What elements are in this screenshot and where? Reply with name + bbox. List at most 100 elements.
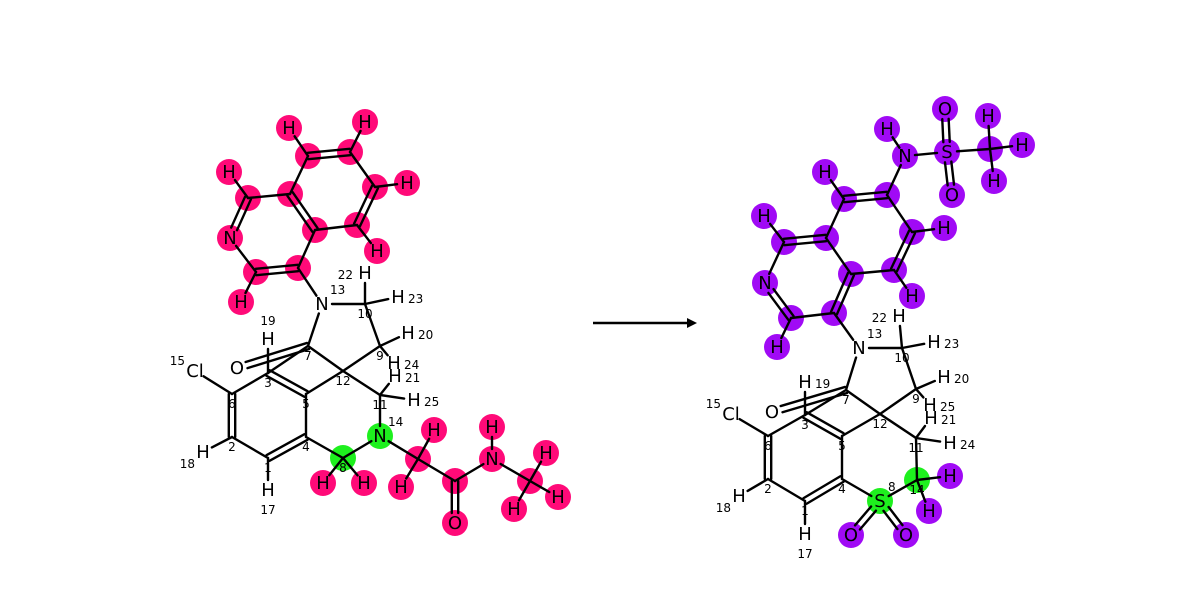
reactant-atom-bh3-label: H <box>282 118 296 139</box>
product-atom-a5-number: 5 <box>838 439 846 453</box>
product-atom-a2-number: 2 <box>764 482 772 496</box>
product-bond-a12-a5 <box>840 412 882 438</box>
product-highlight-a8 <box>867 488 893 514</box>
reactant-atom-h21-number: 21 <box>405 371 420 385</box>
product-atom-h20-label: H <box>937 367 951 388</box>
product-atom-sso2-label: O <box>945 185 959 206</box>
reactant-atom-h23-label: H <box>391 287 405 308</box>
reactant-bond-a8-h8b <box>341 456 359 477</box>
reactant-highlight-sh5 <box>545 484 571 510</box>
reactant-atom-h21-label: H <box>388 366 402 387</box>
reactant-bond-s2-s3 <box>453 462 485 483</box>
reactant-bond-b3-b4 <box>229 195 253 232</box>
reactant-atom-bh5-label: H <box>400 173 414 194</box>
reactant-highlight-so <box>442 510 468 536</box>
reactant-atom-s3-label: N <box>485 449 498 470</box>
product-highlight-rh1 <box>764 334 790 360</box>
product-atom-rh1-label: H <box>770 337 784 358</box>
product-bond-r8-r9 <box>885 193 914 234</box>
product-atom-a12-number: 12 <box>872 417 887 431</box>
reactant-bond-s2-so <box>450 479 460 515</box>
reactant-atom-bh6-label: H <box>370 241 384 262</box>
reactant-bond-s4-sh4 <box>528 460 543 483</box>
product-bond-a12-a11 <box>878 412 918 440</box>
reactant-bond-b2-bh1 <box>244 270 258 295</box>
product-bond-r5-r7 <box>824 197 846 240</box>
product-atom-h23-number: 23 <box>944 337 959 351</box>
reactant-bond-b5-b6 <box>286 190 319 234</box>
product-highlight-ph14b <box>916 498 942 524</box>
product-bond-a10-a9 <box>900 346 918 391</box>
reactant-atom-h22-label: H <box>358 263 372 284</box>
reactant-atom-cl-label: Cl <box>186 361 204 382</box>
product-bond-r9-r10 <box>889 229 917 273</box>
product-bond-r10-r6 <box>849 268 896 276</box>
product-atom-a3-number: 3 <box>801 418 809 432</box>
product-bond-a2-a6 <box>763 434 773 481</box>
reactant-atom-a3-number: 3 <box>264 376 272 390</box>
product-bond-a9-h20 <box>914 379 937 391</box>
product-atom-pso1-label: O <box>844 525 858 546</box>
product-atom-a14-number: 14 <box>909 483 924 497</box>
product-bond-a11-h24 <box>914 436 942 443</box>
reactant-highlight-bh1 <box>228 289 254 315</box>
product-bond-r5-r6 <box>824 236 853 276</box>
product-atom-h22-label: H <box>892 306 906 327</box>
product-bond-a14-ph14b <box>915 478 927 503</box>
product-highlight-pso1 <box>838 522 864 548</box>
reactant-atom-a7-number: 7 <box>304 349 312 363</box>
product-atom-a13-label: N <box>852 338 865 359</box>
product-atom-a11-number: 11 <box>908 441 923 455</box>
product-highlight-ss <box>934 139 960 165</box>
reactant-bond-b7-b8 <box>306 147 352 161</box>
product-highlight-pso2 <box>893 522 919 548</box>
reactant-atom-h19-label: H <box>261 329 275 350</box>
product-bond-ss-sso2 <box>943 160 956 187</box>
product-atom-ph14b-label: H <box>922 501 936 522</box>
reactant-bond-a8-h8a <box>328 456 345 477</box>
reactant-bond-a2-a6 <box>227 392 237 439</box>
reactant-atom-a10-number: 10 <box>357 307 372 321</box>
reactant-highlight-sh3 <box>479 414 505 440</box>
product-atom-rh3-label: H <box>818 162 832 183</box>
reactant-highlight-sh2 <box>388 474 414 500</box>
reactant-bond-s4-sh6 <box>517 479 532 502</box>
reactant-atom-h24-label: H <box>387 353 401 374</box>
reactant-bond-a10-h23 <box>363 297 390 306</box>
product-bond-a7-a13 <box>844 356 858 392</box>
product-bond-a8-pso1 <box>853 505 878 531</box>
product-bond-sc-sch3 <box>988 147 994 173</box>
reactant-bond-b7-bh3 <box>293 135 310 158</box>
product-atom-pso2-label: O <box>899 525 913 546</box>
reactant-bond-s1-sh1 <box>416 437 431 461</box>
reactant-atom-a4-number: 4 <box>302 440 310 454</box>
reactant-atom-h25-label: H <box>407 390 421 411</box>
product-atom-h20-number: 20 <box>954 372 969 386</box>
product-highlight-sch1 <box>975 103 1001 129</box>
reactant-bond-s1-sh2 <box>404 457 420 480</box>
product-highlight-sn <box>892 143 918 169</box>
reactant-atom-h18-number: 18 <box>180 457 195 471</box>
product-bond-r6-r1 <box>829 271 856 316</box>
reactant-bond-b1-b2 <box>254 263 300 277</box>
product-atom-a10-number: 10 <box>894 351 909 365</box>
product-bond-a14-a8 <box>887 478 919 498</box>
reactant-bond-b9-bh5 <box>373 183 399 189</box>
product-atom-h18-number: 18 <box>716 501 731 515</box>
product-bond-a8-pso2 <box>882 505 904 531</box>
product-bond-sc-sch1 <box>987 124 992 151</box>
reaction-arrow <box>593 318 697 328</box>
reactant-bond-a8-a4 <box>304 435 345 460</box>
reactant-atom-cl-number: 15 <box>170 354 185 368</box>
reactant-atom-so-label: O <box>448 513 462 534</box>
reactant-bond-a4-a1 <box>265 432 309 463</box>
product-bond-r8-sn <box>885 163 903 197</box>
product-atom-sch3-label: H <box>987 171 1001 192</box>
reactant-highlight-bh2 <box>216 159 242 185</box>
product-highlight-rh5 <box>899 283 925 309</box>
product-highlight-ph14a <box>937 463 963 489</box>
reactant-bond-a7-a13 <box>306 312 321 348</box>
product-atom-r3-label: N <box>758 273 771 294</box>
reactant-bond-a12-a11 <box>341 369 382 397</box>
